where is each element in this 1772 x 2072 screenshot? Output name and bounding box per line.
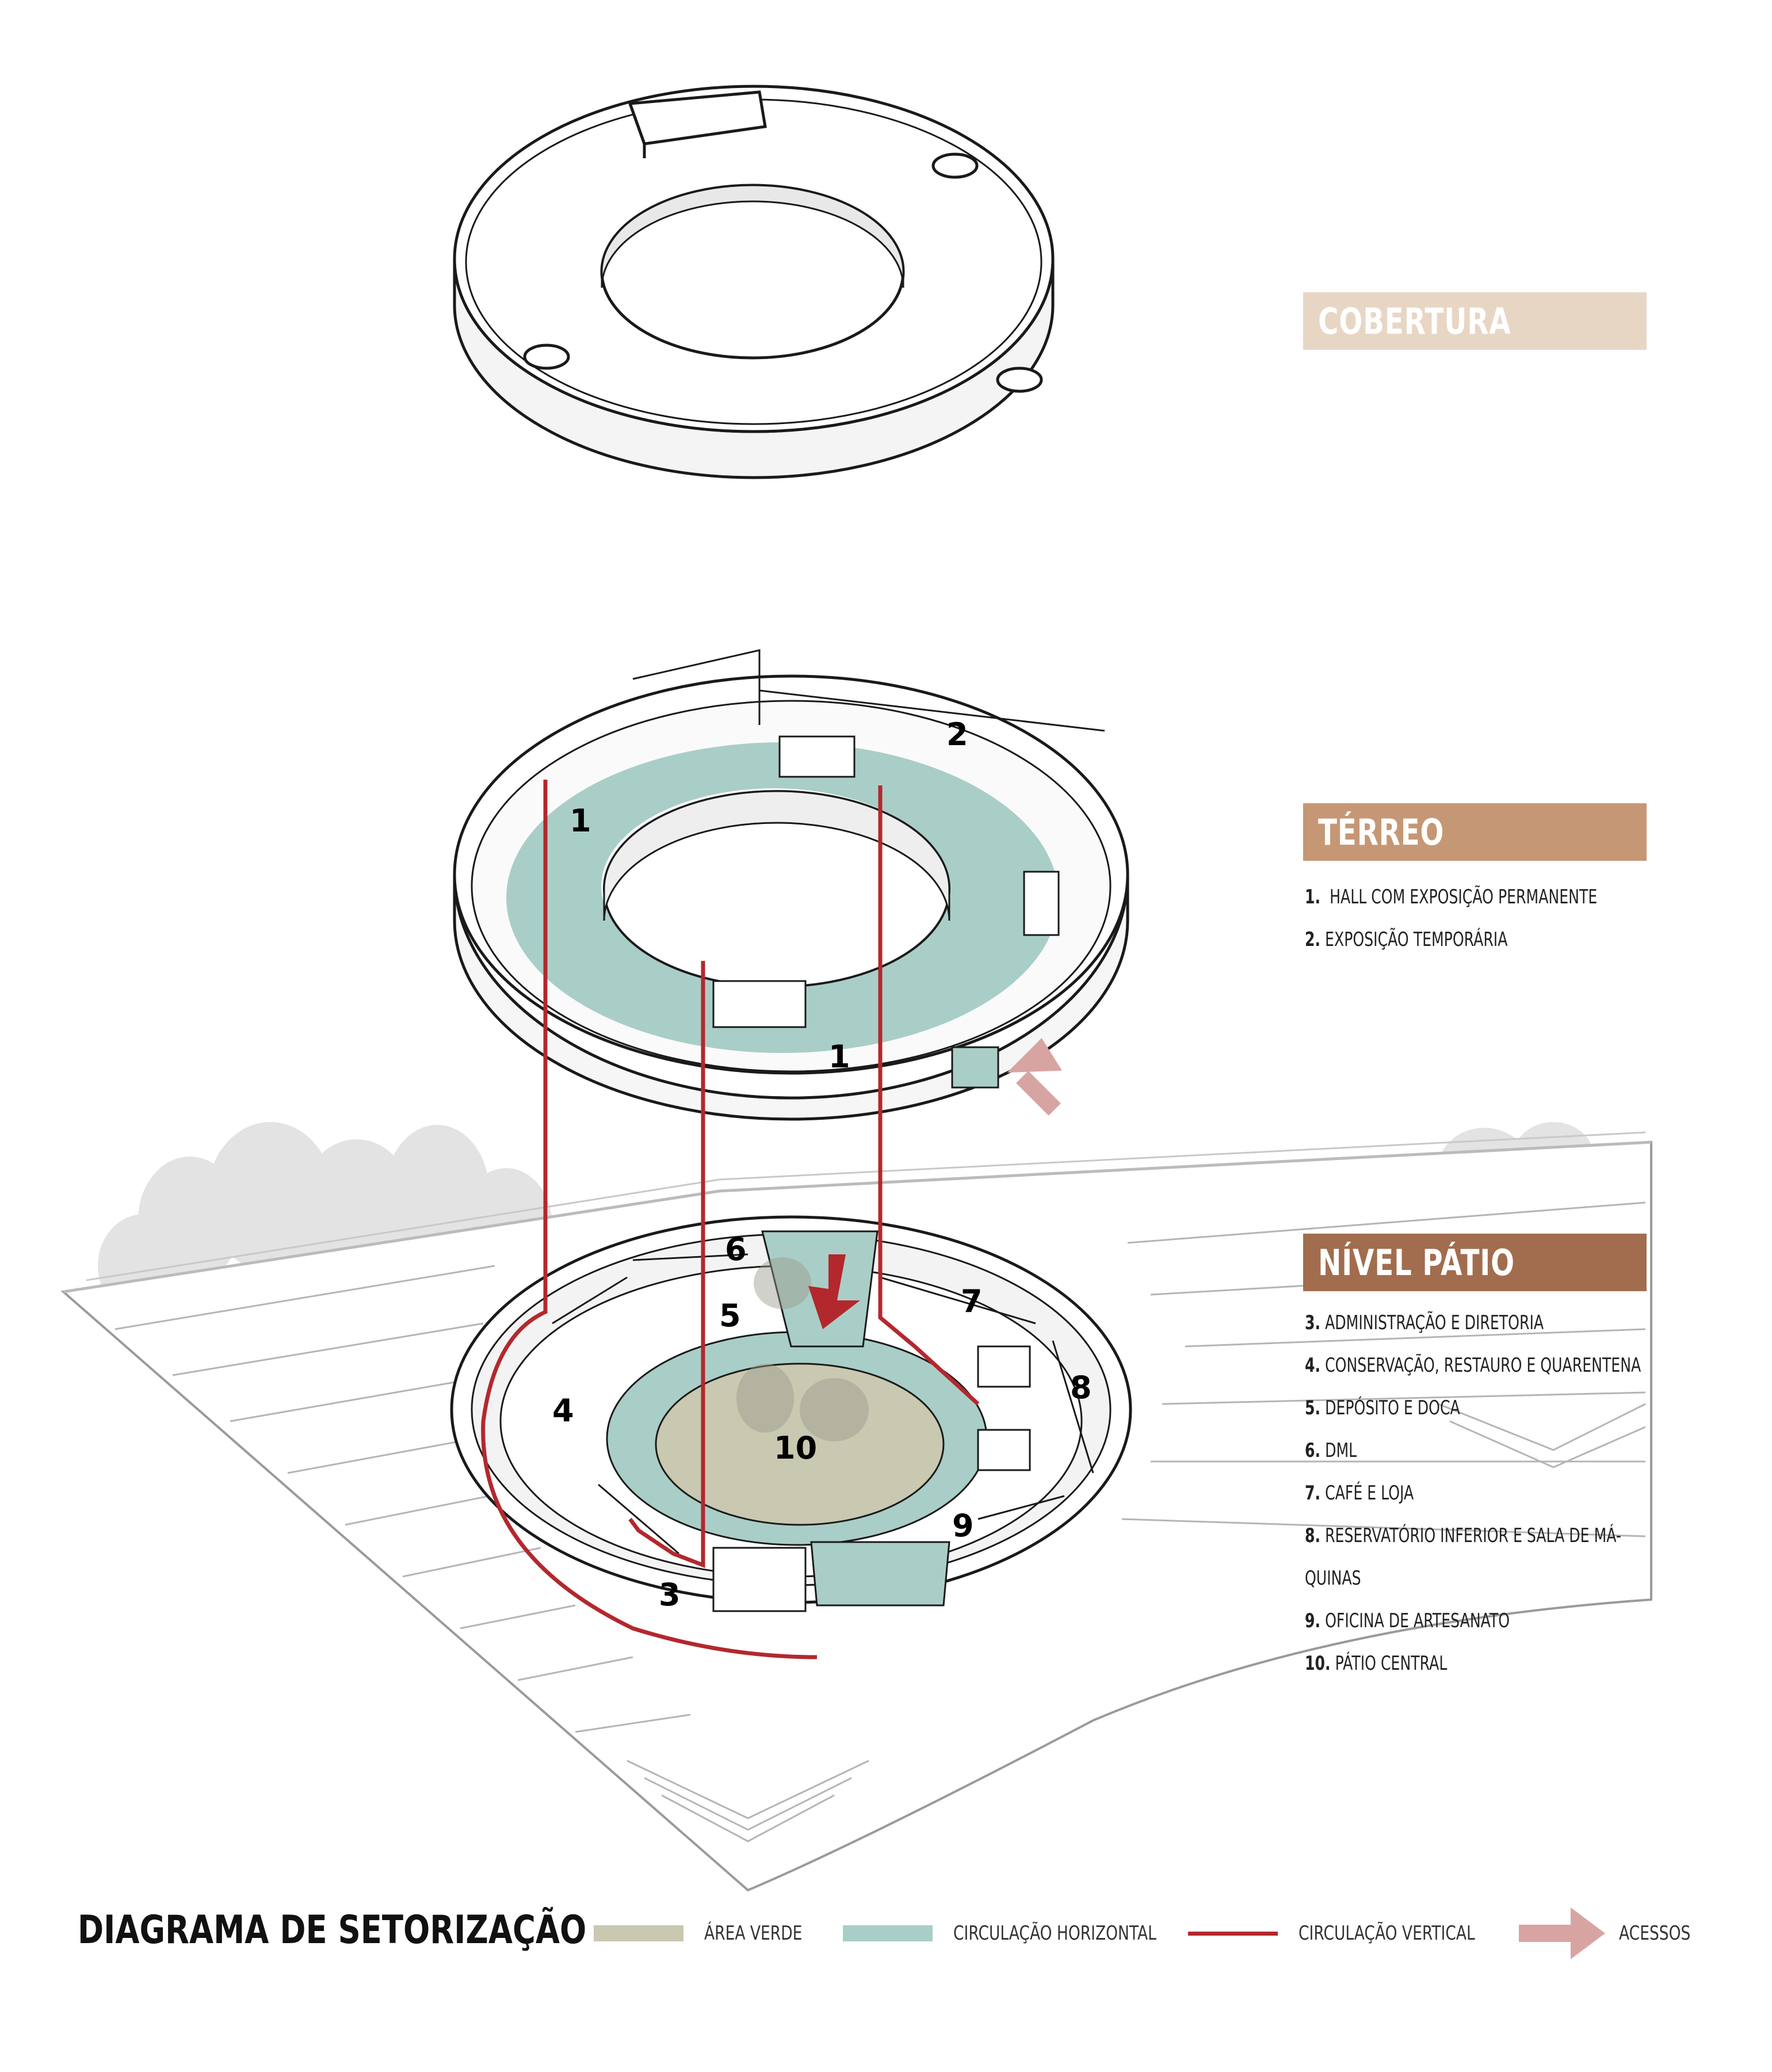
zone-label: 1 [828, 1039, 850, 1075]
room-item: 1. HALL COM EXPOSIÇÃO PERMANENTE [1305, 886, 1598, 909]
terreo-room-list: 1. HALL COM EXPOSIÇÃO PERMANENTE 2. EXPO… [1305, 876, 1650, 961]
legend-label: CIRCULAÇÃO HORIZONTAL [953, 1922, 1156, 1945]
zone-label: 7 [961, 1283, 983, 1319]
access-arrow [1007, 1038, 1062, 1116]
floor-title-cobertura: COBERTURA [1303, 292, 1647, 350]
room-item: 5. DEPÓSITO E DOCA [1305, 1396, 1460, 1420]
zone-label: 4 [552, 1392, 574, 1429]
legend-access: ACESSOS [1519, 1907, 1710, 1959]
floor-title-text: TÉRREO [1318, 811, 1445, 853]
zone-label: 9 [952, 1508, 974, 1544]
room-item: 8. RESERVATÓRIO INFERIOR E SALA DE MÁ-QU… [1305, 1524, 1622, 1590]
zone-label: 1 [570, 803, 591, 839]
room-item: 4. CONSERVAÇÃO, RESTAURO E QUARENTENA [1305, 1354, 1641, 1377]
floor-title-text: COBERTURA [1318, 300, 1511, 342]
zone-label: 8 [1070, 1369, 1092, 1406]
patio-trees [736, 1257, 869, 1441]
arrow-right-icon [1519, 1907, 1605, 1959]
room-item: 9. OFICINA DE ARTESANATO [1305, 1609, 1510, 1632]
room-item: 3. ADMINISTRAÇÃO E DIRETORIA [1305, 1311, 1544, 1334]
legend-label: ÁREA VERDE [704, 1922, 803, 1945]
vertical-circulation [481, 780, 980, 1659]
legend-swatch [594, 1925, 683, 1941]
floor-title-text: NÍVEL PÁTIO [1318, 1241, 1515, 1284]
ground-floor-ring [453, 649, 1129, 1121]
patio-room-list: 3. ADMINISTRAÇÃO E DIRETORIA 4. CONSERVA… [1305, 1302, 1650, 1685]
legend-label: ACESSOS [1619, 1922, 1691, 1945]
zone-label: 2 [946, 716, 968, 753]
legend-horizontal-circulation: CIRCULAÇÃO HORIZONTAL [843, 1922, 1213, 1945]
roof-ring [453, 85, 1055, 479]
legend-green-area: ÁREA VERDE [594, 1922, 830, 1945]
access-arrow-red [808, 1254, 860, 1329]
legend-label: CIRCULAÇÃO VERTICAL [1299, 1922, 1475, 1945]
diagram-title: DIAGRAMA DE SETORIZAÇÃO [78, 1907, 587, 1953]
zone-label: 5 [719, 1298, 741, 1334]
room-item: 10. PÁTIO CENTRAL [1305, 1652, 1448, 1675]
zone-label: 6 [725, 1231, 747, 1268]
legend-vertical-circulation: CIRCULAÇÃO VERTICAL [1188, 1922, 1525, 1945]
zone-label: 10 [774, 1430, 818, 1466]
floor-title-terreo: TÉRREO [1303, 803, 1647, 861]
room-item: 7. CAFÉ E LOJA [1305, 1482, 1414, 1505]
room-item: 2. EXPOSIÇÃO TEMPORÁRIA [1305, 928, 1508, 951]
floor-title-patio: NÍVEL PÁTIO [1303, 1234, 1647, 1291]
legend-swatch [1188, 1931, 1278, 1936]
zone-label: 3 [659, 1577, 681, 1613]
room-item: 6. DML [1305, 1439, 1357, 1462]
legend-swatch [843, 1925, 933, 1941]
